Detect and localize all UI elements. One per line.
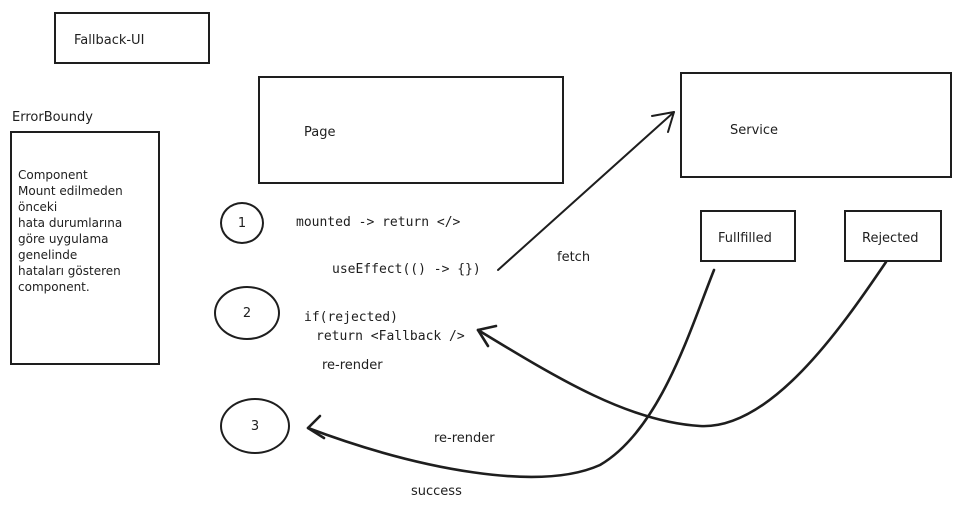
if-rejected-code: if(rejected)	[304, 310, 398, 325]
fullfilled-label: Fullfilled	[718, 231, 772, 246]
error-boundary-box: Component Mount edilmeden önceki hata du…	[10, 131, 160, 365]
step-1-circle: 1	[220, 202, 264, 244]
service-label: Service	[730, 123, 779, 138]
rejected-arrowhead	[476, 324, 498, 348]
step-3-circle: 3	[220, 398, 290, 454]
fetch-arrowhead	[651, 111, 675, 133]
step-1-label: 1	[237, 215, 247, 231]
error-boundary-description: Component Mount edilmeden önceki hata du…	[18, 168, 123, 294]
success-label: success	[411, 484, 462, 499]
fullfilled-arrow	[306, 268, 716, 479]
page-label: Page	[304, 125, 336, 140]
fetch-arrow	[497, 111, 675, 271]
page-box: Page	[258, 76, 564, 184]
step-3-label: 3	[250, 418, 260, 434]
rejected-label: Rejected	[862, 231, 919, 246]
re-render-label-2: re-render	[434, 431, 495, 446]
error-boundary-title: ErrorBoundy	[12, 110, 93, 125]
step-2-label: 2	[242, 305, 252, 321]
rejected-box: Rejected	[844, 210, 942, 262]
service-box: Service	[680, 72, 952, 178]
step-2-circle: 2	[214, 286, 280, 340]
fetch-label: fetch	[557, 250, 591, 265]
fallback-ui-label: Fallback-UI	[74, 33, 145, 48]
mounted-code: mounted -> return </>	[296, 215, 461, 230]
use-effect-code: useEffect(() -> {})	[332, 262, 481, 277]
fallback-ui-box: Fallback-UI	[54, 12, 210, 64]
return-fallback-code: return <Fallback />	[316, 329, 465, 344]
fullfilled-arrowhead	[306, 414, 326, 440]
rejected-arrow	[476, 260, 888, 428]
re-render-label-1: re-render	[322, 358, 383, 373]
fullfilled-box: Fullfilled	[700, 210, 796, 262]
